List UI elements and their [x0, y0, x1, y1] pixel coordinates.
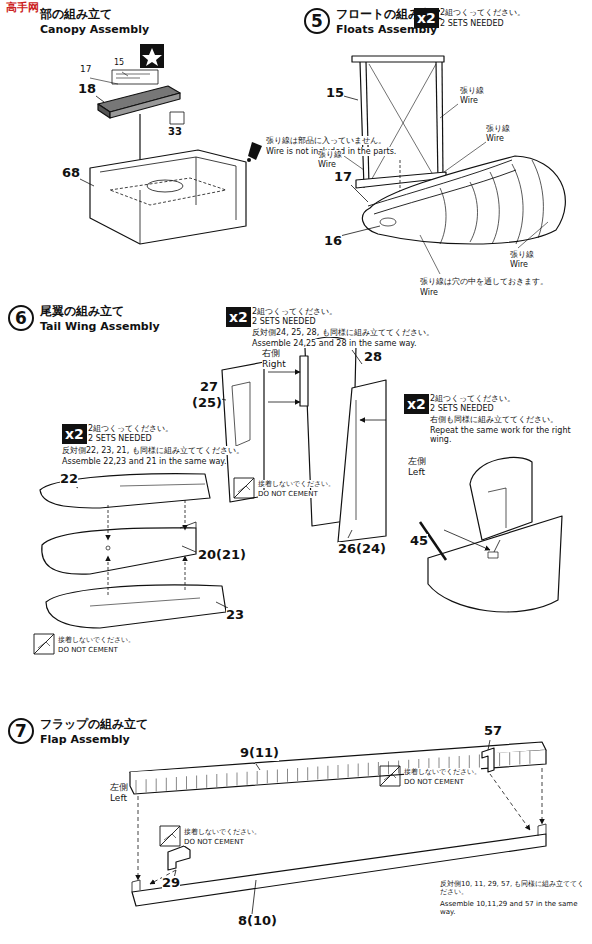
note-text: 張り線 — [486, 124, 510, 133]
step-title-ja: フラップの組み立て — [40, 716, 148, 733]
sets-badge: x2 — [414, 8, 439, 28]
note-text: Repeat the same work for the right wing. — [430, 426, 588, 444]
sets-badge: x2 — [226, 307, 251, 327]
note-text: Left — [110, 793, 127, 803]
note-text: 張り線 — [460, 86, 484, 95]
note-text: 張り線 — [318, 150, 342, 159]
step-titles: フラップの組み立てFlap Assembly — [40, 716, 148, 746]
note-text: 左側 — [408, 456, 426, 466]
step-number: 7 — [8, 718, 34, 744]
step-number: 5 — [304, 8, 330, 34]
step-title-ja: 尾翼の組み立て — [40, 303, 160, 320]
watermark: 高手网 — [6, 2, 39, 15]
note-text: 2組つくってください。 — [88, 424, 173, 433]
part-number: 22 — [60, 472, 78, 487]
part-number: 23 — [226, 608, 244, 623]
note-text: Canopy Assembly — [40, 24, 149, 37]
note-text: 右側も同様に組み立ててください。 — [430, 415, 558, 424]
part-number: 45 — [410, 534, 428, 549]
note-text: DO NOT CEMENT — [184, 838, 244, 846]
note-text: DO NOT CEMENT — [58, 646, 118, 654]
note-text: Wire — [510, 260, 528, 269]
note-text: Wire — [460, 96, 478, 105]
step-heading: 6尾翼の組み立てTail Wing Assembly — [8, 303, 160, 333]
note-text: 張り線は穴の中を通しておきます。 — [420, 277, 548, 286]
part-number: 26(24) — [338, 542, 386, 557]
part-number: 8(10) — [238, 914, 277, 929]
part-number: 20(21) — [198, 548, 246, 563]
step-number: 6 — [8, 305, 34, 331]
note-text: 15 — [114, 58, 124, 67]
part-number: 27 — [200, 380, 218, 395]
note-text: 33 — [168, 126, 182, 138]
note-text: Assemble 10,11,29 and 57 in the same way… — [440, 900, 588, 916]
note-text: Assemble 24,25 and 28 in the same way. — [252, 339, 416, 348]
note-text: Right — [262, 359, 286, 369]
note-text: 反対側10, 11, 29, 57, も同様に組み立ててください。 — [440, 880, 588, 896]
note-text: 2 SETS NEEDED — [252, 317, 316, 326]
note-text: Left — [408, 467, 425, 477]
part-number: 15 — [326, 86, 344, 101]
part-number: 18 — [78, 82, 96, 97]
note-text: 接着しないでください。 — [404, 768, 481, 776]
note-text: 接着しないでください。 — [184, 828, 261, 836]
note-text: 右側 — [262, 348, 280, 358]
part-number: 部の組み立て — [40, 8, 112, 22]
sets-badge: x2 — [404, 394, 429, 414]
note-text: 張り線は部品に入っていません。 — [266, 136, 386, 145]
note-text: Wire — [486, 134, 504, 143]
note-text: 張り線 — [510, 250, 534, 259]
sets-count: x2 — [229, 309, 248, 325]
part-number: 16 — [324, 234, 342, 249]
note-text: 2組つくってください。 — [430, 394, 515, 403]
note-text: 反対側22, 23, 21, も同様に組み立ててください。 — [62, 446, 244, 455]
note-text: 接着しないでください。 — [58, 636, 135, 644]
note-text: 2 SETS NEEDED — [430, 404, 494, 413]
step-title-en: Flap Assembly — [40, 733, 148, 746]
sets-count: x2 — [417, 10, 436, 26]
part-number: 9(11) — [240, 746, 279, 761]
part-number: 68 — [62, 166, 80, 181]
note-text: 2 SETS NEEDED — [88, 434, 152, 443]
part-number: 17 — [334, 170, 352, 185]
note-text: 2組つくってください。 — [440, 8, 525, 17]
note-text: 2 SETS NEEDED — [440, 19, 504, 28]
note-text: 接着しないでください。 — [258, 480, 335, 488]
note-text: 反対側24, 25, 28, も同様に組み立ててください。 — [252, 328, 434, 337]
part-number: 28 — [364, 350, 382, 365]
note-text: Wire — [420, 288, 438, 297]
note-text: DO NOT CEMENT — [258, 490, 318, 498]
note-text: 17 — [80, 64, 91, 74]
note-text: Assemble 22,23 and 21 in the same way. — [62, 457, 226, 466]
note-text: 2組つくってください。 — [252, 307, 337, 316]
step-titles: 尾翼の組み立てTail Wing Assembly — [40, 303, 160, 333]
step-title-en: Tail Wing Assembly — [40, 320, 160, 333]
note-text: 左側 — [110, 782, 128, 792]
sets-count: x2 — [65, 426, 84, 442]
part-number: 29 — [162, 876, 180, 891]
note-text: DO NOT CEMENT — [404, 778, 464, 786]
part-number: (25) — [192, 396, 222, 411]
sets-badge: x2 — [62, 424, 87, 444]
sets-count: x2 — [407, 396, 426, 412]
part-number: 57 — [484, 724, 502, 739]
note-text: Wire — [318, 160, 336, 169]
step-heading: 7フラップの組み立てFlap Assembly — [8, 716, 148, 746]
